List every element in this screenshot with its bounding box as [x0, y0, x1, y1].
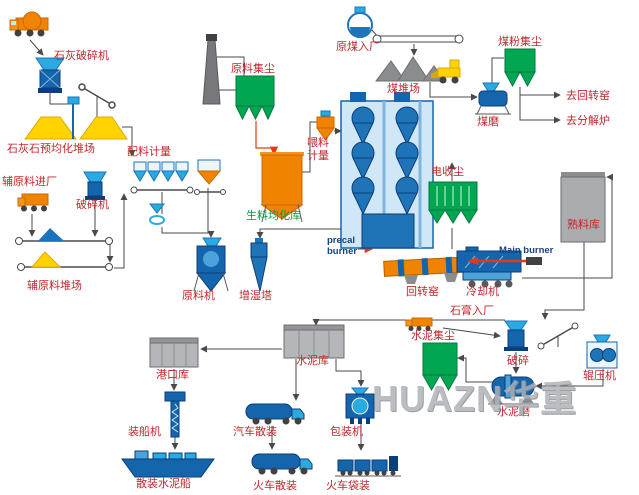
- label-to-rotary-kiln: 去回转窑: [566, 90, 610, 102]
- raw-meal-silo-icon: [260, 152, 304, 223]
- coal-dust-collector-icon: [504, 48, 536, 88]
- roller-press-icon: [586, 334, 618, 369]
- packing-machine-icon: [345, 387, 375, 424]
- bulk-train-tanker-icon: [251, 453, 313, 475]
- label-raw-coal-entry: 原煤入厂: [336, 41, 380, 53]
- flow-connectors: [28, 29, 614, 451]
- cement-mill-icon: [488, 374, 538, 405]
- chimney-icon: [202, 34, 221, 105]
- stacker-conveyor-icon: [78, 83, 116, 117]
- weigh-hopper-icon: [194, 159, 226, 195]
- label-bulk-cement-ship: 散装水泥船: [136, 478, 191, 490]
- label-coal-dust: 煤粉集尘: [498, 36, 542, 48]
- label-rotary-kiln: 回转窑: [406, 286, 439, 298]
- label-cooler: 冷却机: [466, 286, 499, 298]
- label-truck-bulk: 汽车散装: [233, 426, 277, 438]
- label-aux-material-entry: 辅原料进厂: [2, 176, 57, 188]
- aux-material-truck-icon: [17, 193, 49, 212]
- label-clinker-silo: 熟料库: [567, 219, 600, 231]
- incline-conveyor-icon: [537, 322, 579, 350]
- feed-metering-hopper-icon: [316, 110, 335, 141]
- limestone-crusher-icon: [35, 57, 65, 93]
- label-packing-machine: 包装机: [330, 426, 363, 438]
- raw-mill-icon: [193, 237, 229, 292]
- label-cement-mill: 水泥磨: [497, 406, 530, 418]
- coal-mill-icon: [475, 82, 511, 115]
- label-crushing: 破碎: [507, 355, 529, 367]
- label-limestone-yard: 石灰石预均化堆场: [7, 143, 95, 155]
- bulk-ship-icon: [121, 450, 215, 478]
- label-limestone-crusher: 石灰破碎机: [54, 50, 109, 62]
- label-to-calciner: 去分解炉: [566, 115, 610, 127]
- raw-dust-collector-icon: [235, 75, 275, 121]
- port-silo-icon: [149, 337, 199, 368]
- label-roller-press: 辊压机: [583, 370, 616, 382]
- ship-loader-icon: [164, 391, 186, 438]
- label-esp: 电收尘: [431, 166, 464, 178]
- limestone-truck-icon: [9, 11, 49, 37]
- batching-hoppers-icon: [130, 161, 194, 194]
- humidifying-tower-icon: [250, 238, 268, 292]
- coal-belt-conveyor-icon: [372, 34, 464, 44]
- esp-icon: [428, 181, 478, 224]
- label-aux-crusher: 破碎机: [76, 199, 109, 211]
- feeder-valve-icon: [148, 203, 166, 225]
- label-raw-mill: 原料机: [182, 290, 215, 302]
- limestone-stockpile-icon: [24, 96, 128, 140]
- label-aux-material-yard: 辅原料堆场: [27, 280, 82, 292]
- label-coal-yard: 煤堆场: [387, 83, 420, 95]
- wheel-loader-icon: [431, 59, 461, 84]
- cement-silo-icon: [283, 324, 345, 359]
- label-coal-mill: 煤磨: [477, 116, 499, 128]
- bagged-train-icon: [335, 456, 401, 477]
- cement-dust-collector-icon: [422, 342, 458, 392]
- gypsum-crusher-icon: [504, 320, 528, 351]
- label-batching: 配料计量: [127, 146, 171, 158]
- main-burner-icon: [467, 257, 542, 265]
- raw-coal-entry-icon: [347, 6, 373, 38]
- rotary-kiln-icon: [383, 256, 471, 284]
- label-main-burner: Main burner: [499, 245, 554, 256]
- gypsum-truck-icon: [405, 317, 433, 331]
- label-ship-loader: 装船机: [128, 426, 161, 438]
- label-port-silo: 港口库: [156, 369, 189, 381]
- label-train-bagged: 火车袋装: [326, 480, 370, 492]
- label-raw-material-dust: 原料集尘: [231, 63, 275, 75]
- clinker-silo-icon: [560, 172, 606, 243]
- aux-belt-conveyor-2-icon: [17, 251, 113, 271]
- label-gypsum-entry: 石膏入厂: [450, 305, 494, 317]
- label-feeding-meter: 喂料计量: [307, 137, 329, 162]
- label-raw-meal-silo: 生料均化库: [246, 210, 301, 222]
- label-precal-burner: precal burner: [327, 235, 358, 257]
- label-cement-silo: 水泥库: [296, 355, 329, 367]
- preheater-tower-icon: [340, 92, 434, 249]
- bulk-tanker-truck-icon: [245, 403, 305, 425]
- label-humidification-tower: 增湿塔: [239, 290, 272, 302]
- flow-connectors-red: [255, 121, 374, 254]
- aux-belt-conveyor-1-icon: [15, 228, 113, 245]
- label-train-bulk: 火车散装: [253, 480, 297, 492]
- label-cement-dust: 水泥集尘: [411, 330, 455, 342]
- aux-crusher-icon: [83, 171, 107, 200]
